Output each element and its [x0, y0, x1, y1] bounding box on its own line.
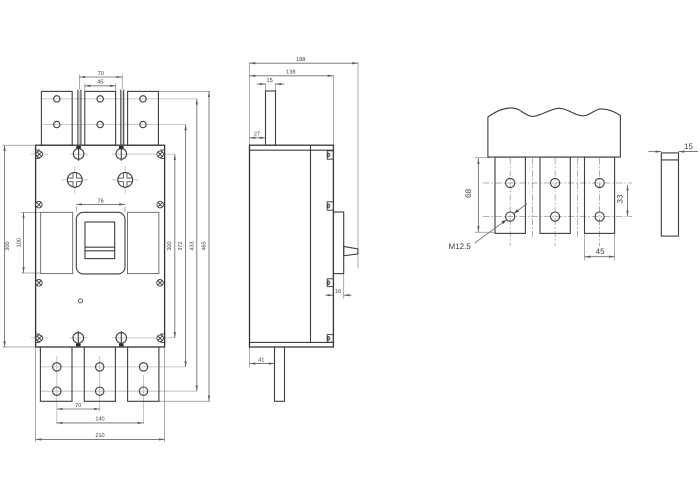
svg-text:15: 15 [266, 78, 272, 84]
svg-text:70: 70 [98, 71, 104, 77]
svg-text:41: 41 [258, 357, 264, 363]
svg-text:372: 372 [178, 241, 184, 250]
svg-text:300: 300 [5, 241, 11, 250]
svg-text:210: 210 [95, 433, 104, 439]
svg-text:33: 33 [615, 194, 624, 203]
svg-text:300: 300 [167, 241, 173, 250]
svg-text:68: 68 [464, 188, 473, 197]
svg-text:140: 140 [95, 417, 104, 423]
svg-text:465: 465 [202, 241, 208, 250]
svg-text:70: 70 [75, 403, 81, 409]
svg-text:100: 100 [17, 238, 23, 247]
svg-text:16: 16 [335, 289, 341, 295]
svg-text:76: 76 [97, 198, 103, 204]
svg-text:45: 45 [596, 247, 605, 256]
svg-text:45: 45 [97, 80, 103, 86]
svg-text:188: 188 [296, 57, 305, 63]
svg-text:433: 433 [189, 241, 195, 250]
svg-text:M12.5: M12.5 [449, 242, 472, 251]
svg-text:15: 15 [684, 142, 693, 151]
svg-text:138: 138 [286, 70, 295, 76]
svg-text:27: 27 [254, 132, 260, 138]
